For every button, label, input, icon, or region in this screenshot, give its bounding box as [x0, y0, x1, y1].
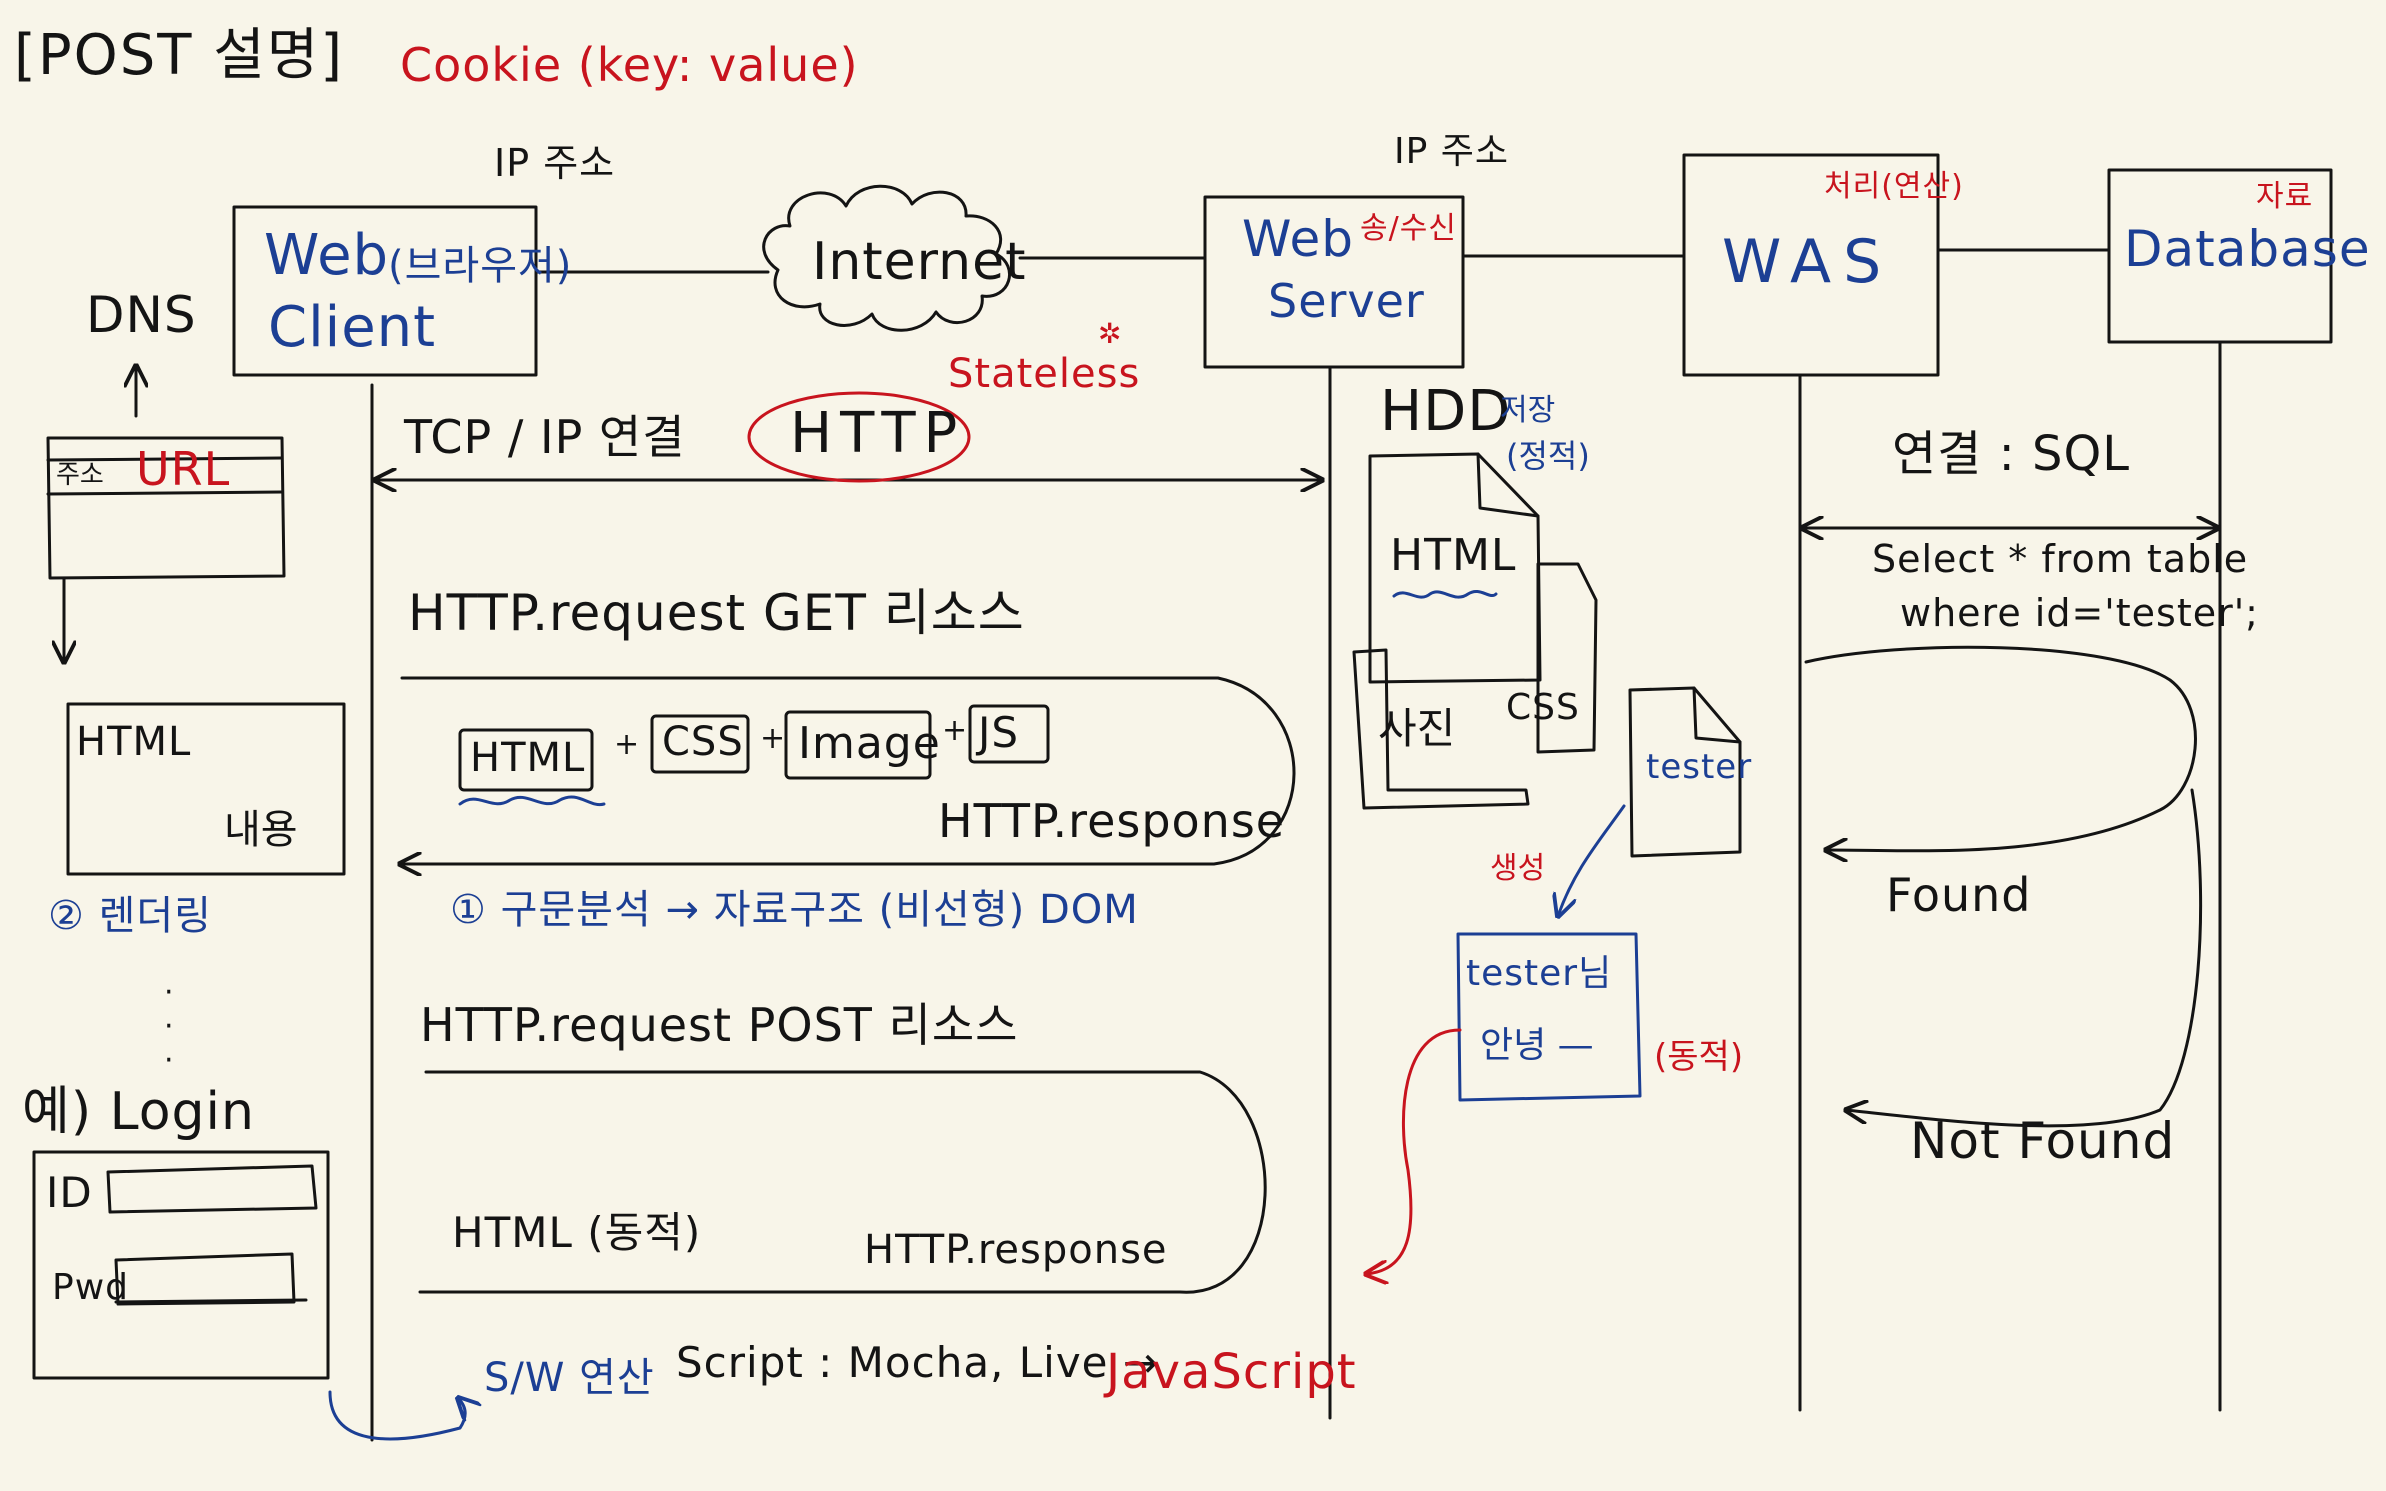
database-note: 자료: [2256, 179, 2314, 214]
cookie-label: Cookie (key: value): [400, 38, 859, 92]
stateless-label: Stateless: [948, 351, 1141, 397]
browser-window: [46, 436, 286, 580]
page-html-label: HTML: [76, 719, 192, 765]
create-label: 생성: [1490, 851, 1546, 886]
url-label: URL: [136, 442, 231, 496]
sql-query-line1: Select * from table: [1872, 537, 2249, 581]
page-content-label: 내용: [224, 807, 298, 853]
client-box: [232, 205, 538, 377]
tester-file-label: tester: [1646, 747, 1753, 787]
dynamic-page-line1: tester님: [1466, 953, 1613, 994]
http-label: HTTP: [790, 401, 966, 466]
webserver-label-server: Server: [1268, 274, 1425, 328]
client-label-web: Web: [264, 223, 390, 288]
sql-connect-label: 연결 : SQL: [1892, 426, 2130, 482]
hdd-photo-label: 사진: [1378, 704, 1456, 753]
get-part-image: Image: [798, 718, 941, 769]
webserver-label-web: Web: [1242, 210, 1355, 268]
get-response-label: HTTP.response: [938, 794, 1286, 848]
dynamic-label: (동적): [1654, 1037, 1744, 1077]
get-plus-3: +: [942, 713, 968, 748]
get-plus-2: +: [760, 721, 786, 756]
get-part-js: JS: [978, 708, 1020, 757]
get-part-css: CSS: [662, 719, 744, 765]
login-label: 예) Login: [22, 1082, 255, 1142]
hdd-label: HDD: [1380, 379, 1512, 444]
dns-label: DNS: [86, 286, 197, 344]
post-response-label: HTTP.response: [864, 1227, 1168, 1273]
login-box: [32, 1150, 330, 1380]
hdd-html-label: HTML: [1390, 530, 1517, 581]
internet-label: Internet: [812, 232, 1027, 292]
webserver-label-note: 송/수신: [1360, 211, 1457, 246]
html-file: [1368, 452, 1542, 684]
photo-folder: [1352, 648, 1530, 810]
page-title: [POST 설명]: [14, 23, 345, 88]
tester-file: [1628, 686, 1742, 858]
sql-query-line2: where id='tester';: [1900, 591, 2259, 635]
post-flow: [418, 1070, 1267, 1294]
hdd-css-label: CSS: [1506, 687, 1580, 728]
dynamic-page-line2: 안녕 —: [1480, 1025, 1594, 1066]
login-id-label: ID: [46, 1168, 93, 1217]
rendering-label: ② 렌더링: [48, 893, 212, 939]
hdd-static-label: (정적): [1506, 437, 1590, 475]
star-icon: ✲: [1098, 317, 1122, 350]
post-html-label: HTML (동적): [452, 1208, 702, 1257]
database-label: Database: [2124, 220, 2371, 278]
login-pwd-label: Pwd: [52, 1267, 130, 1308]
parsing-label: ① 구문분석 → 자료구조 (비선형) DOM: [450, 887, 1139, 933]
was-box: [1682, 153, 1940, 377]
get-request-label: HTTP.request GET 리소스: [408, 584, 1025, 642]
post-request-label: HTTP.request POST 리소스: [420, 998, 1019, 1052]
get-plus-1: +: [614, 727, 640, 762]
dynamic-page-box: [1456, 932, 1642, 1102]
ellipsis-dots: · · ·: [164, 975, 174, 1078]
found-label: Found: [1886, 868, 2032, 922]
address-label: 주소: [56, 460, 104, 490]
client-label-note: (브라우저): [388, 243, 573, 289]
ip-address-client: IP 주소: [494, 141, 616, 185]
javascript-label: JavaScript: [1106, 1344, 1357, 1400]
hdd-store-label: 저장: [1500, 393, 1556, 428]
not-found-label: Not Found: [1910, 1112, 2176, 1170]
sw-label: S/W 연산: [484, 1355, 655, 1401]
internet-cloud: [762, 184, 1011, 332]
page-box: [66, 702, 346, 876]
get-flow: [400, 676, 1296, 864]
ip-address-server: IP 주소: [1394, 131, 1510, 172]
client-label-client: Client: [268, 295, 437, 360]
css-file: [1536, 562, 1598, 754]
get-part-html: HTML: [470, 735, 586, 781]
script-label: Script : Mocha, Live →: [676, 1338, 1160, 1387]
tcp-label: TCP / IP 연결: [404, 410, 686, 464]
was-note: 처리(연산): [1824, 169, 1964, 204]
http-circle: [747, 391, 971, 483]
was-label: WAS: [1722, 227, 1894, 297]
webserver-box: [1203, 195, 1465, 369]
